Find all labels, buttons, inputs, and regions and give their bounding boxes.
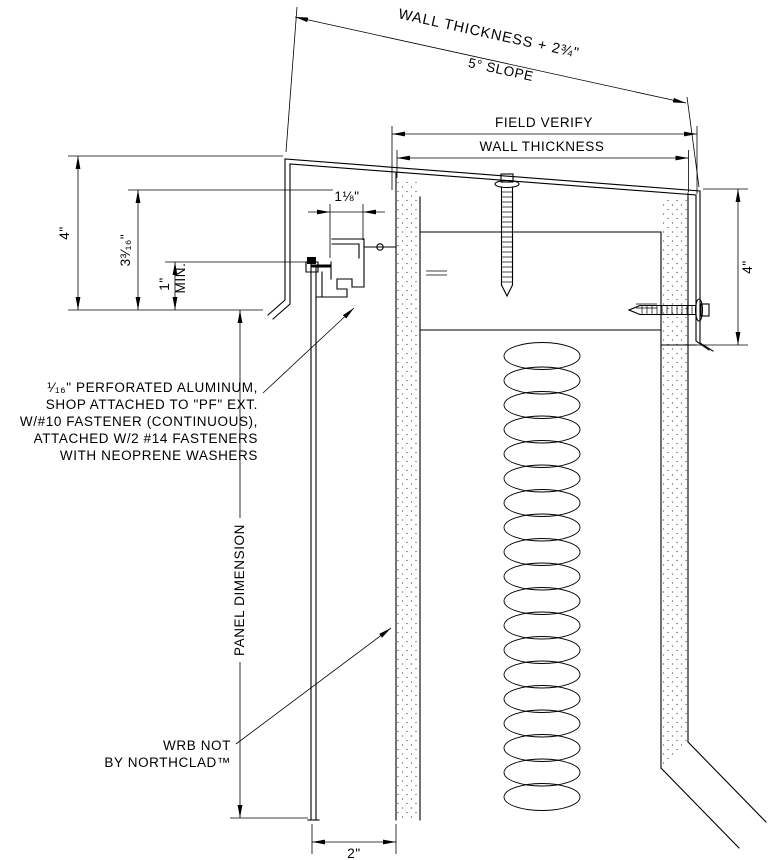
dim-top-slope: WALL THICKNESS + 2¾" 5° SLOPE	[285, 6, 700, 188]
leader-perforated-note	[262, 307, 355, 394]
note-line: W/#10 FASTENER (CONTINUOUS),	[20, 414, 258, 429]
sheathing-right	[662, 200, 688, 769]
panel-face	[307, 261, 320, 821]
screw-head	[500, 173, 514, 183]
dim-1in-min: 1" MIN.	[157, 261, 308, 310]
insulation-batt	[503, 342, 581, 811]
dim-4in-left: 4"	[57, 155, 283, 311]
dim-2in: 2"	[311, 824, 397, 860]
dim-min-label: MIN.	[173, 263, 188, 294]
note-line: SHOP ATTACHED TO "PF" EXT.	[46, 397, 258, 412]
clip-fastener-icon	[376, 243, 384, 251]
note-line: WRB NOT	[163, 738, 231, 753]
note-perforated: ¹⁄₁₆" PERFORATED ALUMINUM, SHOP ATTACHED…	[20, 307, 355, 463]
dim-wall-thickness: WALL THICKNESS	[396, 139, 689, 192]
screw-threads	[501, 187, 513, 285]
dim-1-1-8-label: 1⅛"	[334, 189, 359, 204]
dim-wall-thickness-plus-label: WALL THICKNESS + 2¾"	[397, 6, 581, 61]
vertical-screw	[494, 173, 520, 298]
wall-assembly	[395, 171, 767, 849]
slope-label: 5° SLOPE	[467, 55, 535, 84]
dim-4in-right: 4"	[690, 188, 755, 346]
note-line: ¹⁄₁₆" PERFORATED ALUMINUM,	[47, 380, 258, 395]
dim-field-verify: FIELD VERIFY	[391, 115, 698, 194]
dim-3-3-16: 3³⁄₁₆"	[118, 189, 333, 310]
break-line	[660, 767, 740, 849]
dim-1-1-8: 1⅛"	[308, 189, 385, 258]
screw-tip	[627, 304, 641, 316]
dim-4in-right-label: 4"	[740, 260, 755, 274]
dim-2in-label: 2"	[347, 846, 361, 860]
panel-dimension-label: PANEL DIMENSION	[232, 524, 247, 656]
dim-4in-left-label: 4"	[57, 226, 72, 240]
sheathing-left	[397, 182, 419, 820]
screw-tip	[500, 284, 514, 298]
field-verify-label: FIELD VERIFY	[495, 115, 593, 130]
dim-1in-label: 1"	[157, 277, 172, 291]
note-line: BY NORTHCLAD™	[104, 755, 231, 770]
note-line: WITH NEOPRENE WASHERS	[60, 448, 258, 463]
note-wrb: WRB NOT BY NORTHCLAD™	[104, 627, 392, 770]
screw-head	[700, 303, 710, 317]
panel-clip	[305, 238, 397, 298]
wall-thickness-label: WALL THICKNESS	[480, 139, 605, 154]
clip-hook	[307, 257, 316, 264]
break-line	[687, 741, 767, 823]
cap-flashing	[267, 158, 714, 352]
dim-3-3-16-label: 3³⁄₁₆"	[118, 234, 133, 267]
leader-wrb-note	[235, 627, 392, 745]
screw-threads	[640, 305, 696, 315]
dim-panel-dimension: PANEL DIMENSION	[230, 310, 308, 819]
note-line: ATTACHED W/2 #14 FASTENERS	[34, 431, 258, 446]
horizontal-screw	[627, 298, 710, 322]
